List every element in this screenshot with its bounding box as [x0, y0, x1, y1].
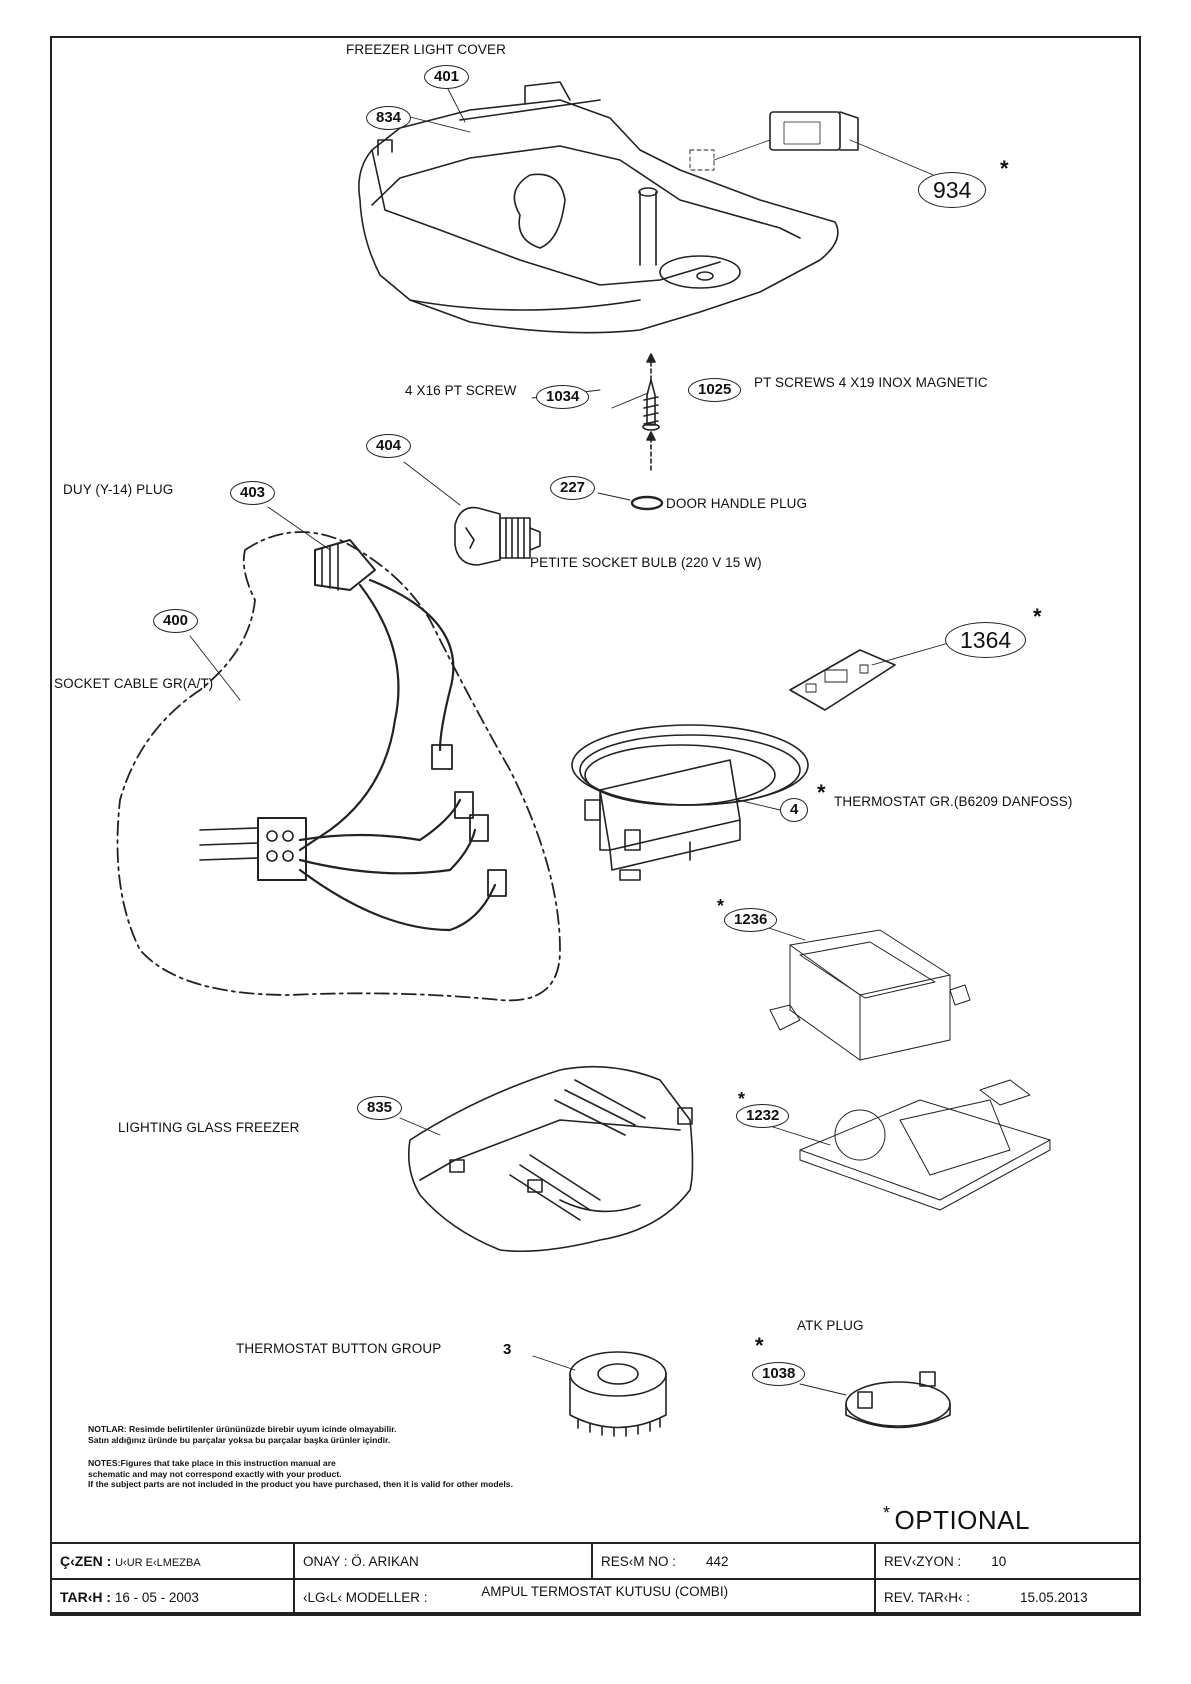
screw-4x19-label: PT SCREWS 4 X19 INOX MAGNETIC [754, 375, 988, 390]
thermostat-button-label: THERMOSTAT BUTTON GROUP [236, 1341, 442, 1356]
bracket-1236-drawing [769, 929, 971, 1061]
socket-cable-drawing [116, 531, 561, 1002]
petite-bulb-drawing [454, 506, 541, 566]
part-number-400: 400 [153, 609, 199, 633]
part-number-834: 834 [366, 106, 412, 130]
part-number-404: 404 [366, 434, 412, 458]
optional-legend: *OPTIONAL [883, 1503, 1030, 1536]
cizen-label: Ç‹ZEN : [60, 1553, 112, 1569]
part-number-1038: 1038 [752, 1362, 806, 1386]
socket-cable-label: SOCKET CABLE GR(A/T) [54, 676, 214, 691]
revizyon-value: 10 [991, 1553, 1007, 1569]
freezer-light-cover-label: FREEZER LIGHT COVER [346, 42, 506, 57]
part-number-1236: 1236 [724, 908, 778, 932]
lighting-glass-drawing [407, 1065, 694, 1253]
thermostat-button-drawing [569, 1351, 667, 1437]
screw-4x16-label: 4 X16 PT SCREW [405, 383, 517, 398]
resim-no-cell: RES‹M NO : 442 [591, 1542, 876, 1580]
resim-no-value: 442 [706, 1553, 729, 1569]
notes-tr-line-2: Satın aldığınız üründe bu parçalar yoksa… [88, 1434, 391, 1445]
part-number-3: 3 [503, 1341, 512, 1358]
duy-plug-label: DUY (Y-14) PLUG [63, 482, 174, 497]
notes-en-line-2: schematic and may not correspond exactly… [88, 1468, 342, 1479]
cizen-cell: Ç‹ZEN : U‹UR E‹LMEZBA [50, 1542, 295, 1580]
rev-tarihi-label: REV. TAR‹H‹ : [884, 1589, 971, 1605]
screw-drawing [642, 353, 660, 471]
notes-english: NOTES:Figures that take place in this in… [88, 1458, 513, 1490]
part-number-1025: 1025 [688, 378, 742, 402]
optional-legend-star: * [883, 1503, 891, 1523]
notes-tr-line-1: NOTLAR: Resimde belirtilenler ürününüzde… [88, 1424, 397, 1434]
optional-star-1364: * [1033, 604, 1042, 629]
rev-tarihi-value: 15.05.2013 [1020, 1589, 1088, 1605]
title-block: Ç‹ZEN : U‹UR E‹LMEZBA ONAY : Ö. ARIKAN R… [50, 1542, 1141, 1616]
thermostat-label: THERMOSTAT GR.(B6209 DANFOSS) [834, 794, 1073, 809]
optional-legend-text: OPTIONAL [894, 1505, 1030, 1535]
leader-lines [189, 86, 953, 1396]
rev-tarihi-cell: REV. TAR‹H‹ : 15.05.2013 [874, 1578, 1141, 1616]
part-number-227: 227 [550, 476, 596, 500]
part-number-1364: 1364 [945, 622, 1027, 658]
revizyon-label: REV‹ZYON : [884, 1553, 962, 1569]
atk-plug-label: ATK PLUG [797, 1318, 864, 1333]
part-number-1232: 1232 [736, 1104, 790, 1128]
notes-en-line-3: If the subject parts are not included in… [88, 1479, 513, 1489]
pcb-1364-drawing [789, 649, 896, 711]
thermostat-drawing [571, 724, 809, 881]
part-number-1034: 1034 [536, 385, 590, 409]
ilgili-modeller-cell: ‹LG‹L‹ MODELLER : AMPUL TERMOSTAT KUTUSU… [293, 1578, 876, 1616]
tarih-cell: TAR‹H : 16 - 05 - 2003 [50, 1578, 295, 1616]
tarih-value: 16 - 05 - 2003 [114, 1590, 199, 1605]
tarih-label: TAR‹H : [60, 1589, 112, 1605]
optional-star-1236: * [717, 896, 725, 916]
optional-star-1232: * [738, 1089, 746, 1109]
freezer-light-cover-drawing [358, 81, 839, 334]
optional-star-934: * [1000, 156, 1009, 181]
notes-turkish: NOTLAR: Resimde belirtilenler ürününüzde… [88, 1424, 396, 1445]
part-number-835: 835 [357, 1096, 403, 1120]
door-handle-plug-drawing [630, 495, 664, 511]
optional-star-4: * [817, 780, 826, 805]
title-block-row-2: TAR‹H : 16 - 05 - 2003 ‹LG‹L‹ MODELLER :… [50, 1578, 1141, 1616]
part-number-401: 401 [424, 65, 470, 89]
notes-en-line-1: NOTES:Figures that take place in this in… [88, 1458, 336, 1468]
relay-board-1232-drawing [799, 1079, 1051, 1211]
cizen-value: U‹UR E‹LMEZBA [115, 1557, 201, 1569]
ilgili-modeller-value: AMPUL TERMOSTAT KUTUSU (COMBI) [481, 1583, 729, 1599]
part-number-934: 934 [918, 172, 987, 208]
resim-no-label: RES‹M NO : [601, 1553, 677, 1569]
petite-bulb-label: PETITE SOCKET BULB (220 V 15 W) [530, 555, 762, 570]
lighting-glass-label: LIGHTING GLASS FREEZER [118, 1120, 300, 1135]
part-number-4: 4 [780, 798, 809, 822]
atk-plug-drawing [845, 1371, 951, 1429]
optional-star-1038: * [755, 1333, 764, 1358]
revizyon-cell: REV‹ZYON : 10 [874, 1542, 1141, 1580]
ilgili-modeller-label: ‹LG‹L‹ MODELLER : [303, 1589, 428, 1605]
switch-934-drawing [689, 111, 951, 183]
door-handle-plug-label: DOOR HANDLE PLUG [666, 496, 808, 511]
onay-cell: ONAY : Ö. ARIKAN [293, 1542, 593, 1580]
part-number-403: 403 [230, 481, 276, 505]
title-block-row-1: Ç‹ZEN : U‹UR E‹LMEZBA ONAY : Ö. ARIKAN R… [50, 1542, 1141, 1580]
